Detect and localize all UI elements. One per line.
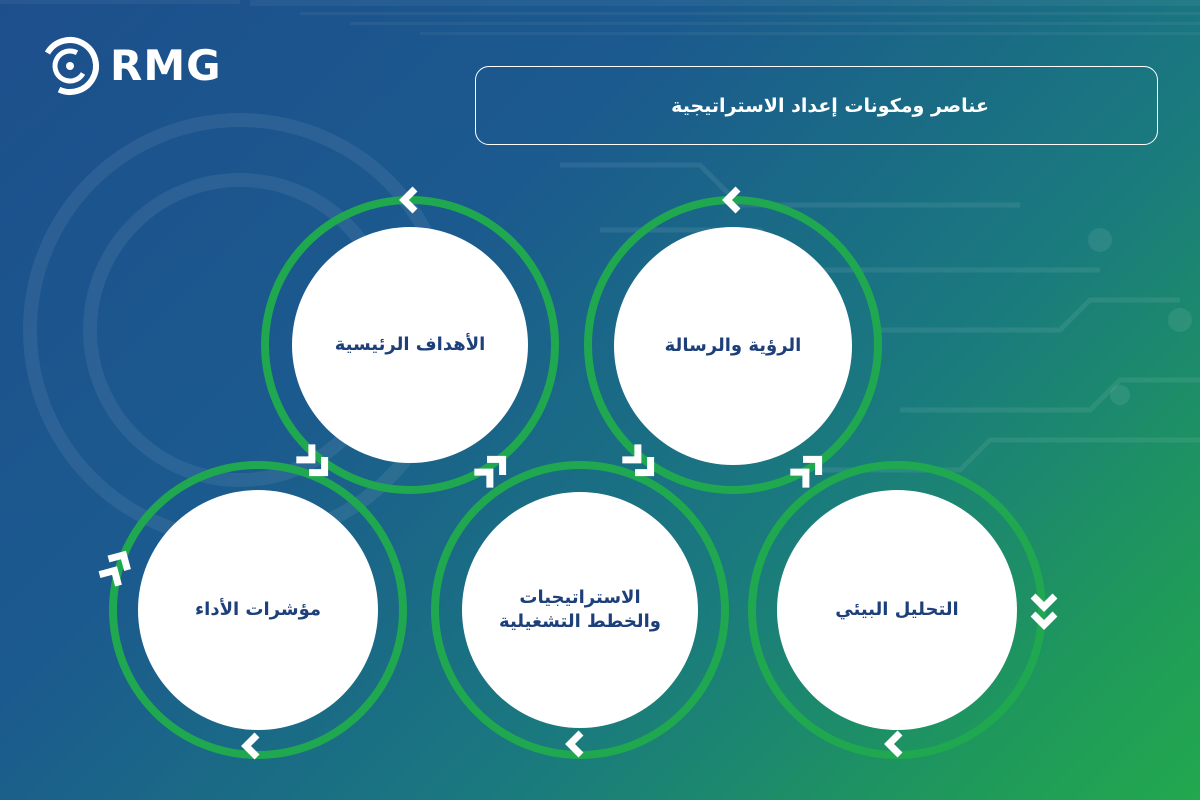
- node-vision: الرؤية والرسالة: [614, 227, 852, 465]
- chevron-arrow-icon: [884, 730, 903, 758]
- chevron-arrow-icon: [399, 186, 418, 214]
- title-box: عناصر ومكونات إعداد الاستراتيجية: [475, 66, 1158, 145]
- brand-logo: RMG: [38, 34, 222, 98]
- node-goals: الأهداف الرئيسية: [292, 227, 528, 463]
- ring-goals: [261, 196, 559, 494]
- node-label-env: التحليل البيئي: [835, 598, 959, 620]
- ring-vision: [584, 196, 882, 494]
- node-label-goals: الأهداف الرئيسية: [334, 333, 486, 355]
- chevron-arrow-icon: [241, 732, 260, 760]
- node-label-vision: الرؤية والرسالة: [664, 334, 802, 356]
- brand-mark-icon: [41, 37, 99, 95]
- node-label-kpi: مؤشرات الأداء: [194, 598, 322, 620]
- chevron-arrow-icon: [296, 444, 329, 477]
- chevron-arrow-icon: [622, 444, 655, 477]
- chevron-arrow-icon: [722, 186, 741, 214]
- node-kpi: مؤشرات الأداء: [138, 490, 378, 730]
- chevron-group: [98, 186, 1058, 760]
- chevron-arrow-icon: [98, 550, 131, 587]
- chevron-arrow-icon: [790, 455, 823, 488]
- node-label-strategies: الاستراتيجيات والخطط التشغيلية: [499, 586, 661, 632]
- brand-name: RMG: [110, 41, 222, 90]
- node-env: التحليل البيئي: [777, 490, 1017, 730]
- chevron-arrow-icon: [474, 455, 507, 488]
- chevron-arrow-icon: [1030, 593, 1058, 630]
- node-strategies: الاستراتيجيات والخطط التشغيلية: [462, 492, 698, 728]
- chevron-arrow-icon: [565, 730, 584, 758]
- page-title: عناصر ومكونات إعداد الاستراتيجية: [671, 94, 989, 117]
